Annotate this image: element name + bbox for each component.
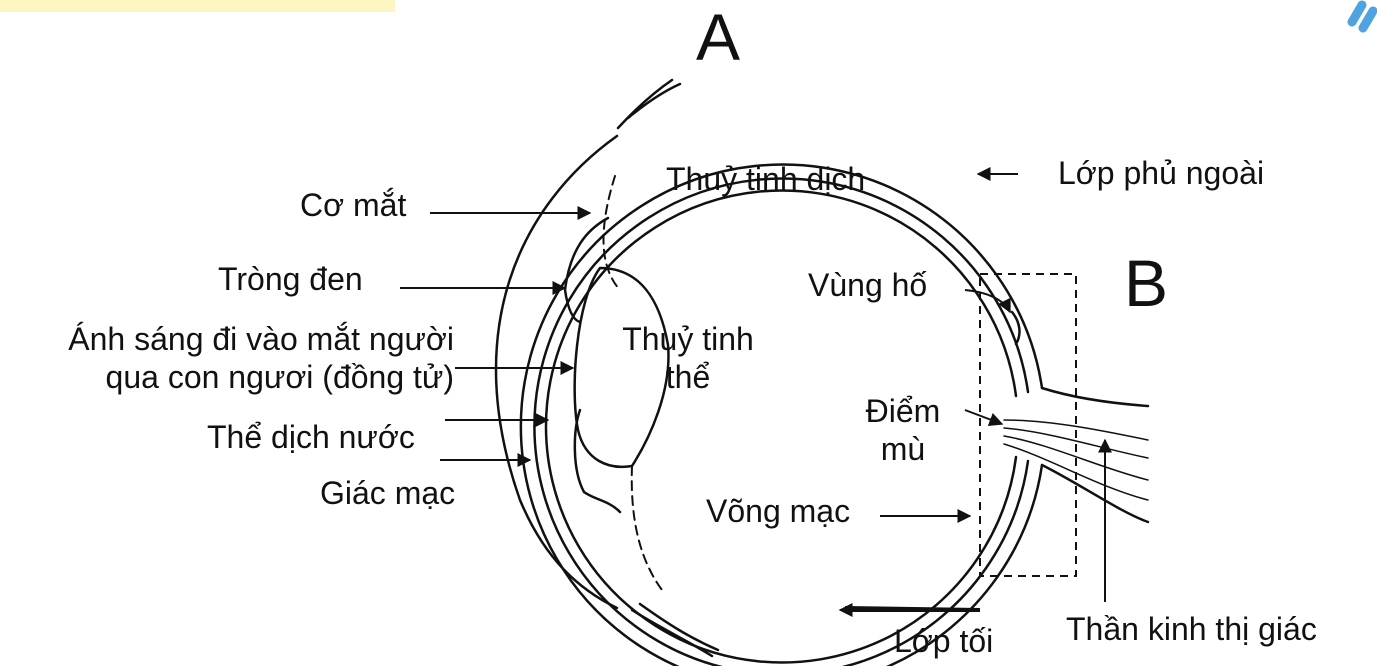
leader-diem-mu — [965, 410, 1002, 424]
label-diem-mu: Điểm mù — [858, 392, 948, 469]
label-vong-mac: Võng mạc — [706, 492, 850, 530]
label-lop-toi: Lớp tối — [894, 622, 993, 660]
label-than-kinh-thi-giac: Thần kinh thị giác — [1066, 610, 1317, 648]
eye-muscle-upper — [618, 80, 680, 128]
yellow-highlight-bar — [0, 0, 395, 12]
label-anh-sang: Ánh sáng đi vào mắt người qua con ngươi … — [6, 320, 454, 397]
sclera-outer — [521, 165, 1042, 666]
label-trong-den: Tròng đen — [218, 260, 363, 298]
cornea — [496, 136, 617, 608]
label-thuy-tinh-dich: Thuỷ tinh dịch — [666, 160, 865, 198]
label-the-dich-nuoc: Thể dịch nước — [207, 418, 415, 456]
label-lop-phu-ngoai: Lớp phủ ngoài — [1058, 154, 1264, 192]
optic-nerve-sheath-top — [1042, 388, 1148, 406]
label-co-mat: Cơ mắt — [300, 186, 406, 224]
marker-b: B — [1124, 250, 1168, 316]
choroid-layer — [534, 179, 1028, 666]
label-vung-ho: Vùng hố — [808, 266, 927, 304]
label-thuy-tinh-the: Thuỷ tinh thể — [610, 320, 766, 397]
optic-nerve-sheath-bottom — [1042, 465, 1148, 522]
marker-a: A — [696, 4, 740, 70]
label-giac-mac: Giác mạc — [320, 474, 455, 512]
blue-corner-stripes — [1352, 5, 1373, 28]
